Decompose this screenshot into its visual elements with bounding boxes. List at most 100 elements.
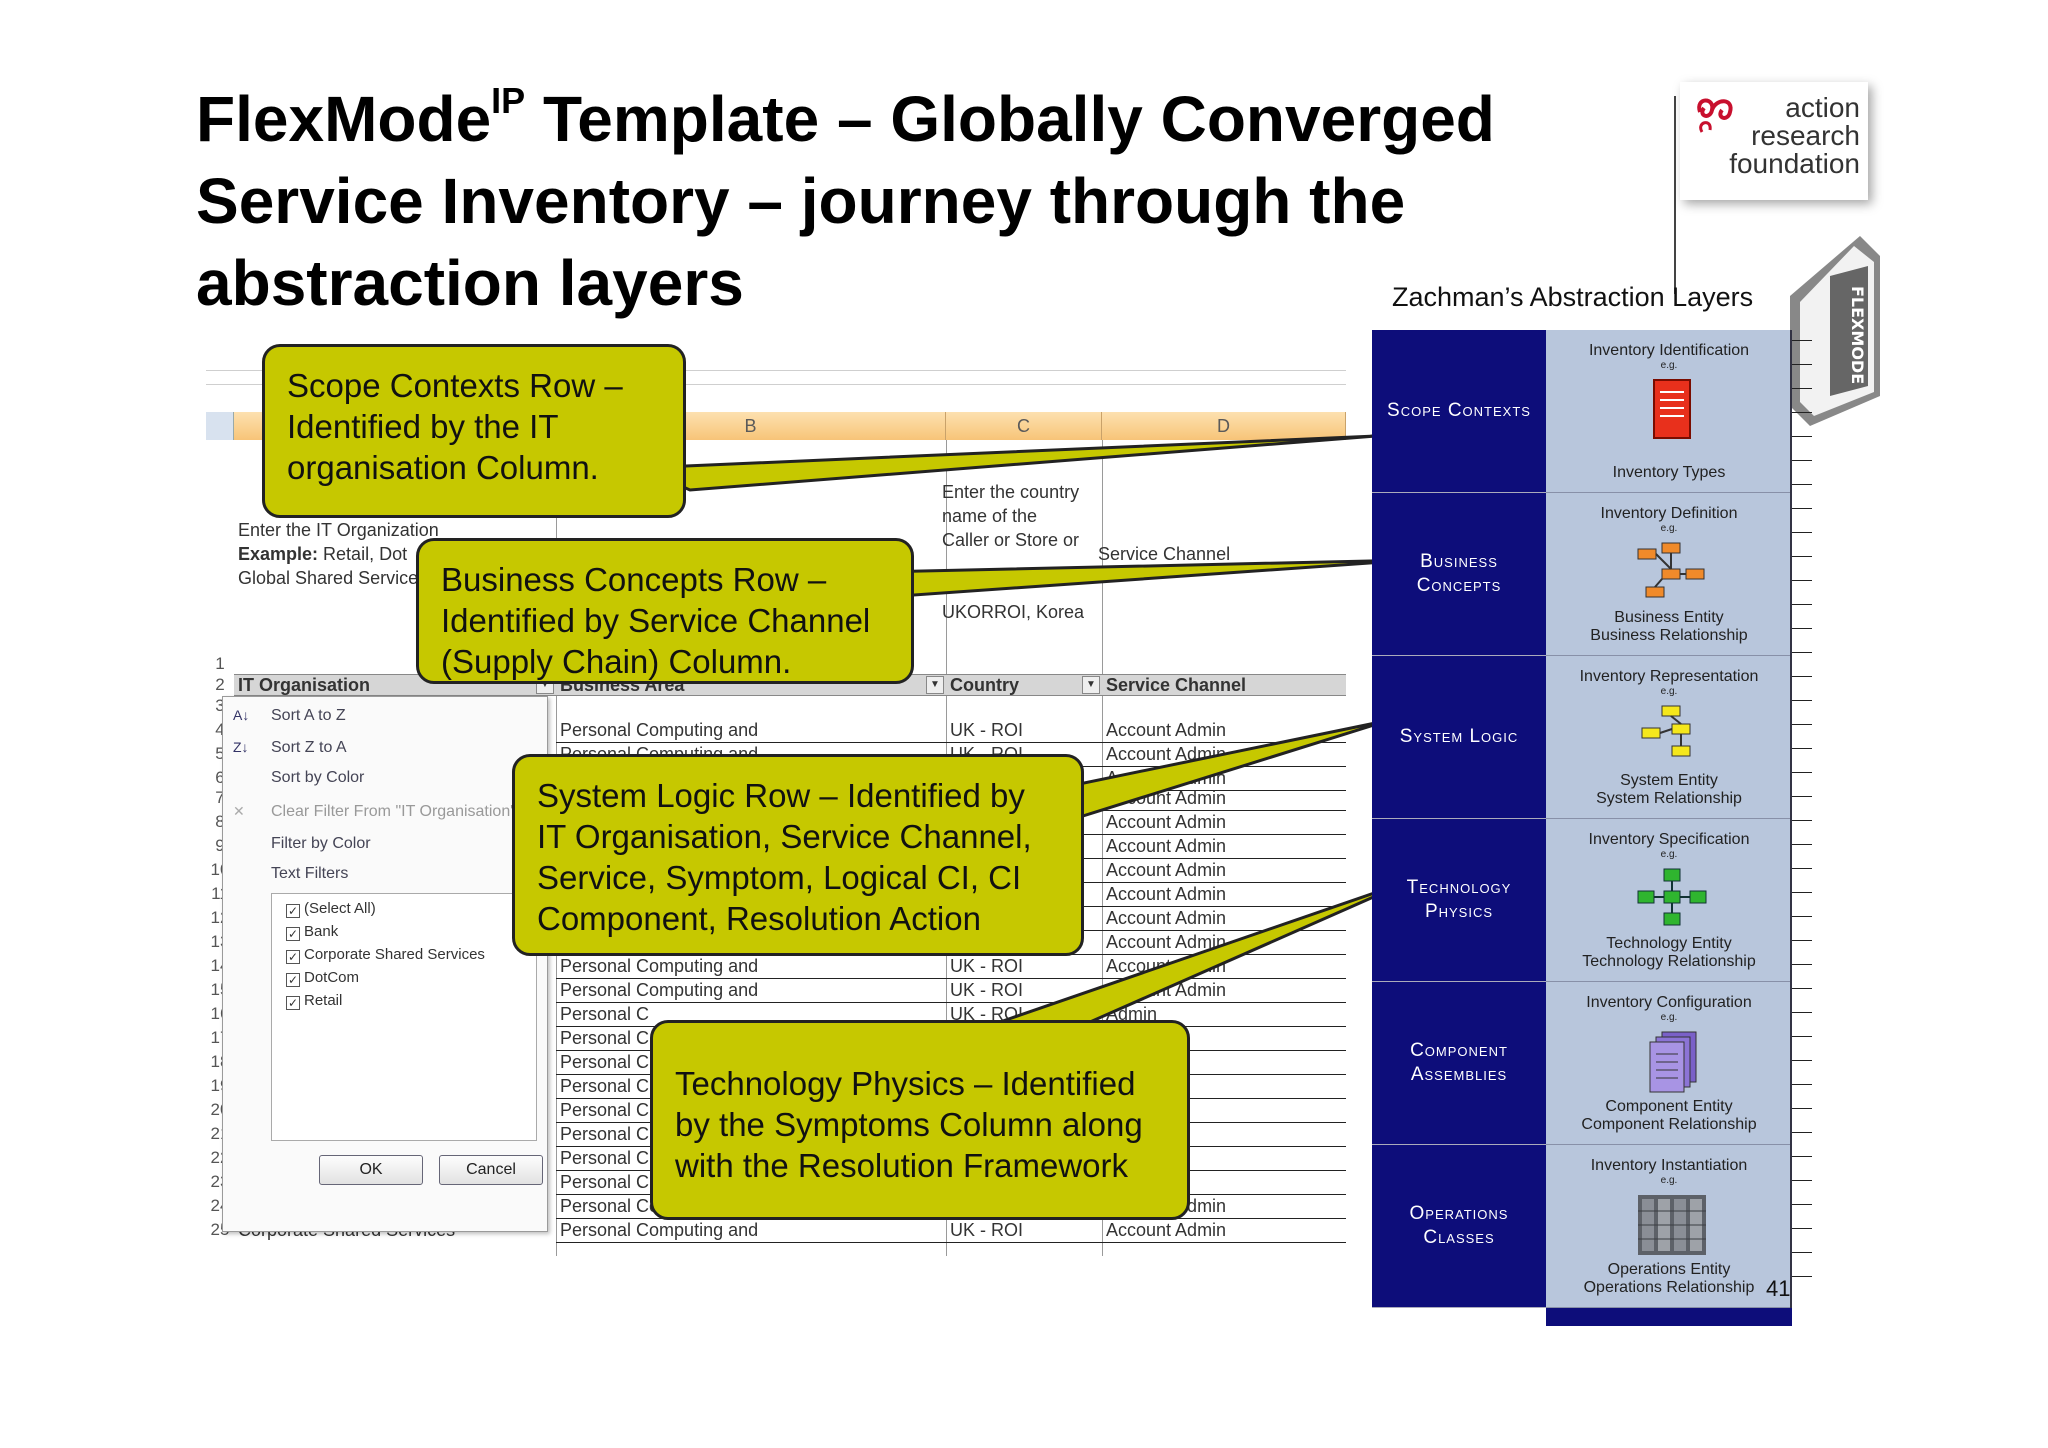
panel-edge-tick <box>1792 604 1812 605</box>
logo-swirl-icon <box>1697 98 1733 133</box>
country-cell[interactable]: UK - ROI <box>950 980 1024 1000</box>
business-area-cell[interactable]: Personal C <box>560 1076 650 1096</box>
row-number[interactable]: 7 <box>215 788 225 807</box>
row-border <box>556 742 1346 743</box>
country-cell[interactable]: UK - ROI <box>950 1220 1024 1240</box>
service-channel-cell[interactable]: Account Admin <box>1106 908 1227 928</box>
business-area-cell[interactable]: Personal C <box>560 1172 650 1192</box>
country-cell[interactable]: UK - ROI <box>950 956 1024 976</box>
business-area-cell[interactable]: Personal C <box>560 1124 650 1144</box>
zachman-panel-edge <box>1790 330 1792 1324</box>
checkbox-corporate-shared-services[interactable]: ✓Corporate Shared Services <box>286 946 485 964</box>
service-channel-cell[interactable]: Account Admin <box>1106 932 1227 952</box>
filter-dropdown-icon[interactable]: ▼ <box>926 676 944 694</box>
panel-edge-tick <box>1792 748 1812 749</box>
filter-dropdown-icon[interactable]: ▼ <box>1082 676 1100 694</box>
column-header-c[interactable]: C <box>946 412 1102 440</box>
row-number[interactable]: 3 <box>215 696 225 715</box>
row-number[interactable]: 4 <box>215 720 225 739</box>
scope-callout-pointer <box>639 434 1377 492</box>
column-divider <box>1102 440 1103 1256</box>
service-channel-cell[interactable]: Account Admin <box>1106 836 1227 856</box>
panel-edge-tick <box>1792 1132 1812 1133</box>
menu-filter-by-color[interactable]: Filter by Color <box>271 835 371 852</box>
business-area-cell[interactable]: Personal C <box>560 1004 650 1024</box>
menu-sort-by-color[interactable]: Sort by Color <box>271 769 365 786</box>
panel-edge-tick <box>1792 1156 1812 1157</box>
checkbox-select-all[interactable]: ✓(Select All) <box>286 900 376 918</box>
service-channel-cell[interactable]: Account Admin <box>1106 720 1227 740</box>
country-cell[interactable]: UK - ROI <box>950 720 1024 740</box>
zachman-layers-label: Zachman’s Abstraction Layers <box>1392 282 1754 312</box>
row-number[interactable]: 5 <box>215 744 225 763</box>
instruction-example: Example: Retail, Dot <box>238 544 408 564</box>
checkbox-retail[interactable]: ✓Retail <box>286 992 343 1010</box>
instruction-text: name of the <box>942 506 1038 526</box>
business-area-cell[interactable]: Personal C <box>560 1100 650 1120</box>
row-number[interactable]: 9 <box>215 836 225 855</box>
flexmode-badge-icon: FLEXMODE <box>1790 236 1880 426</box>
panel-edge-tick <box>1792 1228 1812 1229</box>
clear-filter-icon: ✕ <box>233 803 245 819</box>
select-all-corner[interactable] <box>206 412 234 440</box>
ok-button[interactable]: OK <box>319 1155 423 1185</box>
system-callout-pointer <box>1047 718 1391 822</box>
menu-text-filters[interactable]: Text Filters <box>271 865 349 882</box>
sheet-top-border <box>206 370 1346 371</box>
instruction-text: Enter the country <box>942 482 1080 502</box>
system-diagram-icon <box>1641 705 1691 757</box>
panel-edge-tick <box>1792 700 1812 701</box>
cancel-button[interactable]: Cancel <box>439 1155 543 1185</box>
stacked-pages-icon <box>1649 1031 1697 1093</box>
business-area-cell[interactable]: Personal Computing and <box>560 1220 759 1240</box>
menu-sort-z-to-a[interactable]: Sort Z to A <box>271 739 347 756</box>
panel-edge-tick <box>1792 1036 1812 1037</box>
business-area-cell[interactable]: Personal C <box>560 1148 650 1168</box>
business-area-cell[interactable]: Personal Computing and <box>560 956 759 976</box>
checkbox-checked-icon: ✓ <box>286 973 300 987</box>
business-area-cell[interactable]: Personal C <box>560 1052 650 1072</box>
zachman-panel-footer <box>1546 1308 1792 1326</box>
service-channel-cell[interactable]: Account Admin <box>1106 884 1227 904</box>
panel-edge-tick <box>1792 388 1812 389</box>
row-number[interactable]: 6 <box>215 768 225 787</box>
menu-sort-a-to-z[interactable]: Sort A to Z <box>271 707 346 724</box>
action-research-foundation-logo: action research foundation <box>1680 82 1868 200</box>
service-channel-cell[interactable]: Account Admin <box>1106 812 1227 832</box>
filter-values-list[interactable]: ✓(Select All) ✓Bank ✓Corporate Shared Se… <box>271 893 537 1141</box>
service-channel-cell[interactable]: Account Admin <box>1106 860 1227 880</box>
business-area-cell[interactable]: Personal Computing and <box>560 980 759 1000</box>
service-channel-cell[interactable]: Account Admin <box>1106 1220 1227 1240</box>
panel-edge-tick <box>1792 580 1812 581</box>
zachman-detail-eg: e.g. <box>1660 849 1678 860</box>
zachman-detail-title: Inventory Representation <box>1579 668 1759 685</box>
row-number[interactable]: 2 <box>215 675 225 694</box>
checkbox-dotcom[interactable]: ✓DotCom <box>286 969 360 987</box>
instruction-text: Service Channel <box>1098 544 1231 564</box>
network-diagram-icon <box>1637 868 1707 926</box>
svg-text:FLEXMODE: FLEXMODE <box>1848 286 1867 384</box>
row-number[interactable]: 1 <box>215 654 225 673</box>
zachman-detail-caption: Inventory Types <box>1612 464 1726 481</box>
zachman-layer-name: System Logic <box>1372 656 1546 819</box>
business-area-cell[interactable]: Personal C <box>560 1028 650 1048</box>
zachman-detail-eg: e.g. <box>1660 360 1678 371</box>
panel-edge-tick <box>1792 1204 1812 1205</box>
zachman-detail-title: Inventory Instantiation <box>1590 1157 1748 1174</box>
org-chart-icon <box>1637 542 1705 598</box>
panel-edge-tick <box>1792 676 1812 677</box>
row-number[interactable]: 8 <box>215 812 225 831</box>
column-header-d[interactable]: D <box>1102 412 1346 440</box>
menu-clear-filter[interactable]: Clear Filter From "IT Organisation" <box>271 803 516 820</box>
panel-edge-tick <box>1792 964 1812 965</box>
panel-edge-tick <box>1792 556 1812 557</box>
panel-edge-tick <box>1792 1108 1812 1109</box>
checkbox-bank[interactable]: ✓Bank <box>286 923 339 941</box>
business-area-cell[interactable]: Personal Computing and <box>560 720 759 740</box>
